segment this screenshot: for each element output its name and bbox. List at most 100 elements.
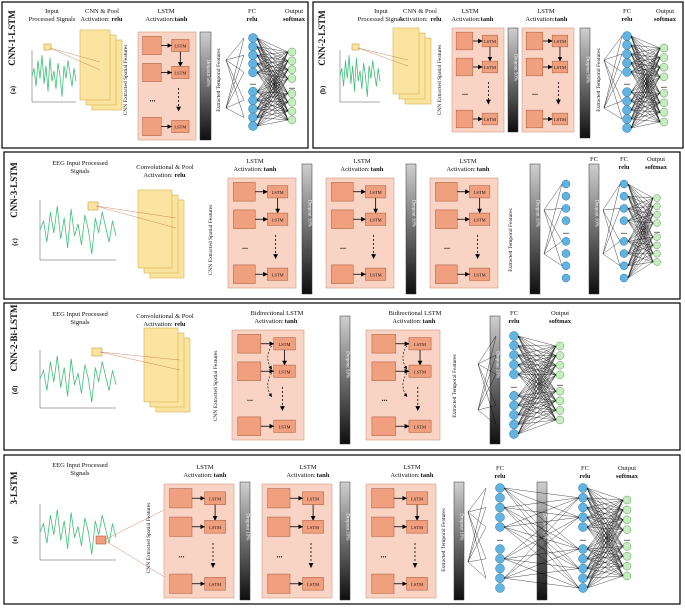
label: Output — [656, 8, 674, 15]
input-cell — [331, 265, 353, 284]
label: FC — [623, 8, 631, 15]
ellipsis: ... — [557, 379, 563, 388]
neuron — [249, 87, 258, 96]
fc-connection — [226, 55, 244, 60]
neuron — [556, 352, 564, 360]
fc-connection — [468, 508, 486, 563]
neuron — [556, 397, 564, 405]
dropout-bar — [240, 482, 250, 600]
lstm-cell-label: LSTM — [209, 582, 221, 587]
label: tanh — [421, 472, 434, 479]
fc-connection — [544, 208, 562, 254]
fc-connection — [603, 254, 620, 266]
neuron — [288, 98, 296, 106]
neuron — [562, 204, 570, 212]
neuron — [620, 262, 628, 270]
neuron — [579, 484, 588, 493]
input-cell — [170, 517, 192, 536]
label: Output — [551, 310, 569, 317]
neuron — [249, 96, 258, 105]
neuron — [620, 180, 628, 188]
input-cell — [435, 265, 457, 284]
input-cell — [331, 182, 353, 201]
label: tanh — [555, 16, 568, 23]
fc-connection — [544, 208, 562, 210]
neuron — [496, 523, 505, 532]
input-cell — [233, 265, 255, 284]
lstm-cell-label: LSTM — [174, 125, 186, 130]
neuron — [660, 44, 668, 52]
neuron — [623, 542, 631, 550]
input-cell — [456, 32, 473, 50]
ellipsis: ... — [497, 534, 503, 543]
label: tanh — [214, 472, 227, 479]
neuron — [496, 513, 505, 522]
neuron — [510, 420, 519, 429]
label: Output — [618, 465, 636, 472]
fc-connection — [518, 346, 556, 392]
neuron — [623, 506, 631, 514]
neuron — [660, 118, 668, 126]
ellipsis: ... — [462, 88, 468, 97]
neuron — [556, 406, 564, 414]
ellipsis: ... — [382, 394, 388, 403]
input-cell — [372, 517, 394, 536]
label: Signals — [70, 319, 90, 326]
label: LSTM — [246, 158, 264, 165]
neuron — [660, 63, 668, 71]
neuron — [288, 48, 296, 56]
fc-connection — [604, 36, 622, 108]
dropout-bar — [589, 164, 599, 294]
fc-connection — [604, 72, 622, 108]
neuron — [562, 274, 570, 282]
fc-connection — [468, 488, 486, 562]
label: Signals — [70, 168, 90, 175]
fc-connection — [631, 93, 660, 110]
lstm-cell-label: LSTM — [484, 117, 496, 122]
label: CNN Extracted Spatial Features — [123, 45, 129, 116]
dropout-label: Dropout 50% — [585, 56, 590, 83]
label: tanh — [264, 166, 277, 173]
fc-connection — [257, 93, 288, 126]
neuron — [510, 430, 519, 439]
fc-connection — [226, 72, 244, 108]
fc-connection — [468, 527, 486, 562]
label: Activation: — [254, 318, 283, 325]
neuron — [562, 180, 570, 188]
label: LSTM — [353, 158, 371, 165]
neuron — [249, 122, 258, 131]
neuron — [496, 503, 505, 512]
neuron — [654, 259, 661, 266]
lstm-cell-label: LSTM — [414, 342, 426, 347]
neuron — [288, 116, 296, 124]
label: LSTM — [403, 464, 421, 471]
label: softmax — [549, 318, 572, 325]
neuron — [510, 401, 519, 410]
neuron — [623, 97, 632, 106]
neuron — [556, 416, 564, 424]
panel-d: CNN-2-Bi-LSTM(d)EEG Input ProcessedSigna… — [4, 303, 680, 450]
neuron — [623, 88, 632, 97]
neuron — [496, 574, 505, 583]
fc-connection — [544, 254, 562, 266]
lstm-cell-label: LSTM — [484, 65, 496, 70]
neuron — [620, 192, 628, 200]
neuron — [623, 526, 631, 534]
lstm-cell-label: LSTM — [484, 39, 496, 44]
neuron — [510, 332, 519, 341]
neuron — [562, 237, 570, 245]
neuron — [623, 49, 632, 58]
dropout-label: Dropout 10% — [307, 200, 312, 227]
neuron — [562, 217, 570, 225]
label: CNN Extracted Spatial Features — [437, 45, 443, 116]
neuron — [562, 250, 570, 258]
neuron — [249, 68, 258, 77]
ellipsis: ... — [247, 394, 253, 403]
window-marker — [44, 44, 51, 50]
neuron — [556, 342, 564, 350]
fc-connection — [544, 210, 562, 241]
label: Output — [647, 156, 665, 163]
label: Processed Signals — [29, 16, 76, 23]
neuron — [660, 89, 668, 97]
input-cell — [238, 417, 261, 436]
